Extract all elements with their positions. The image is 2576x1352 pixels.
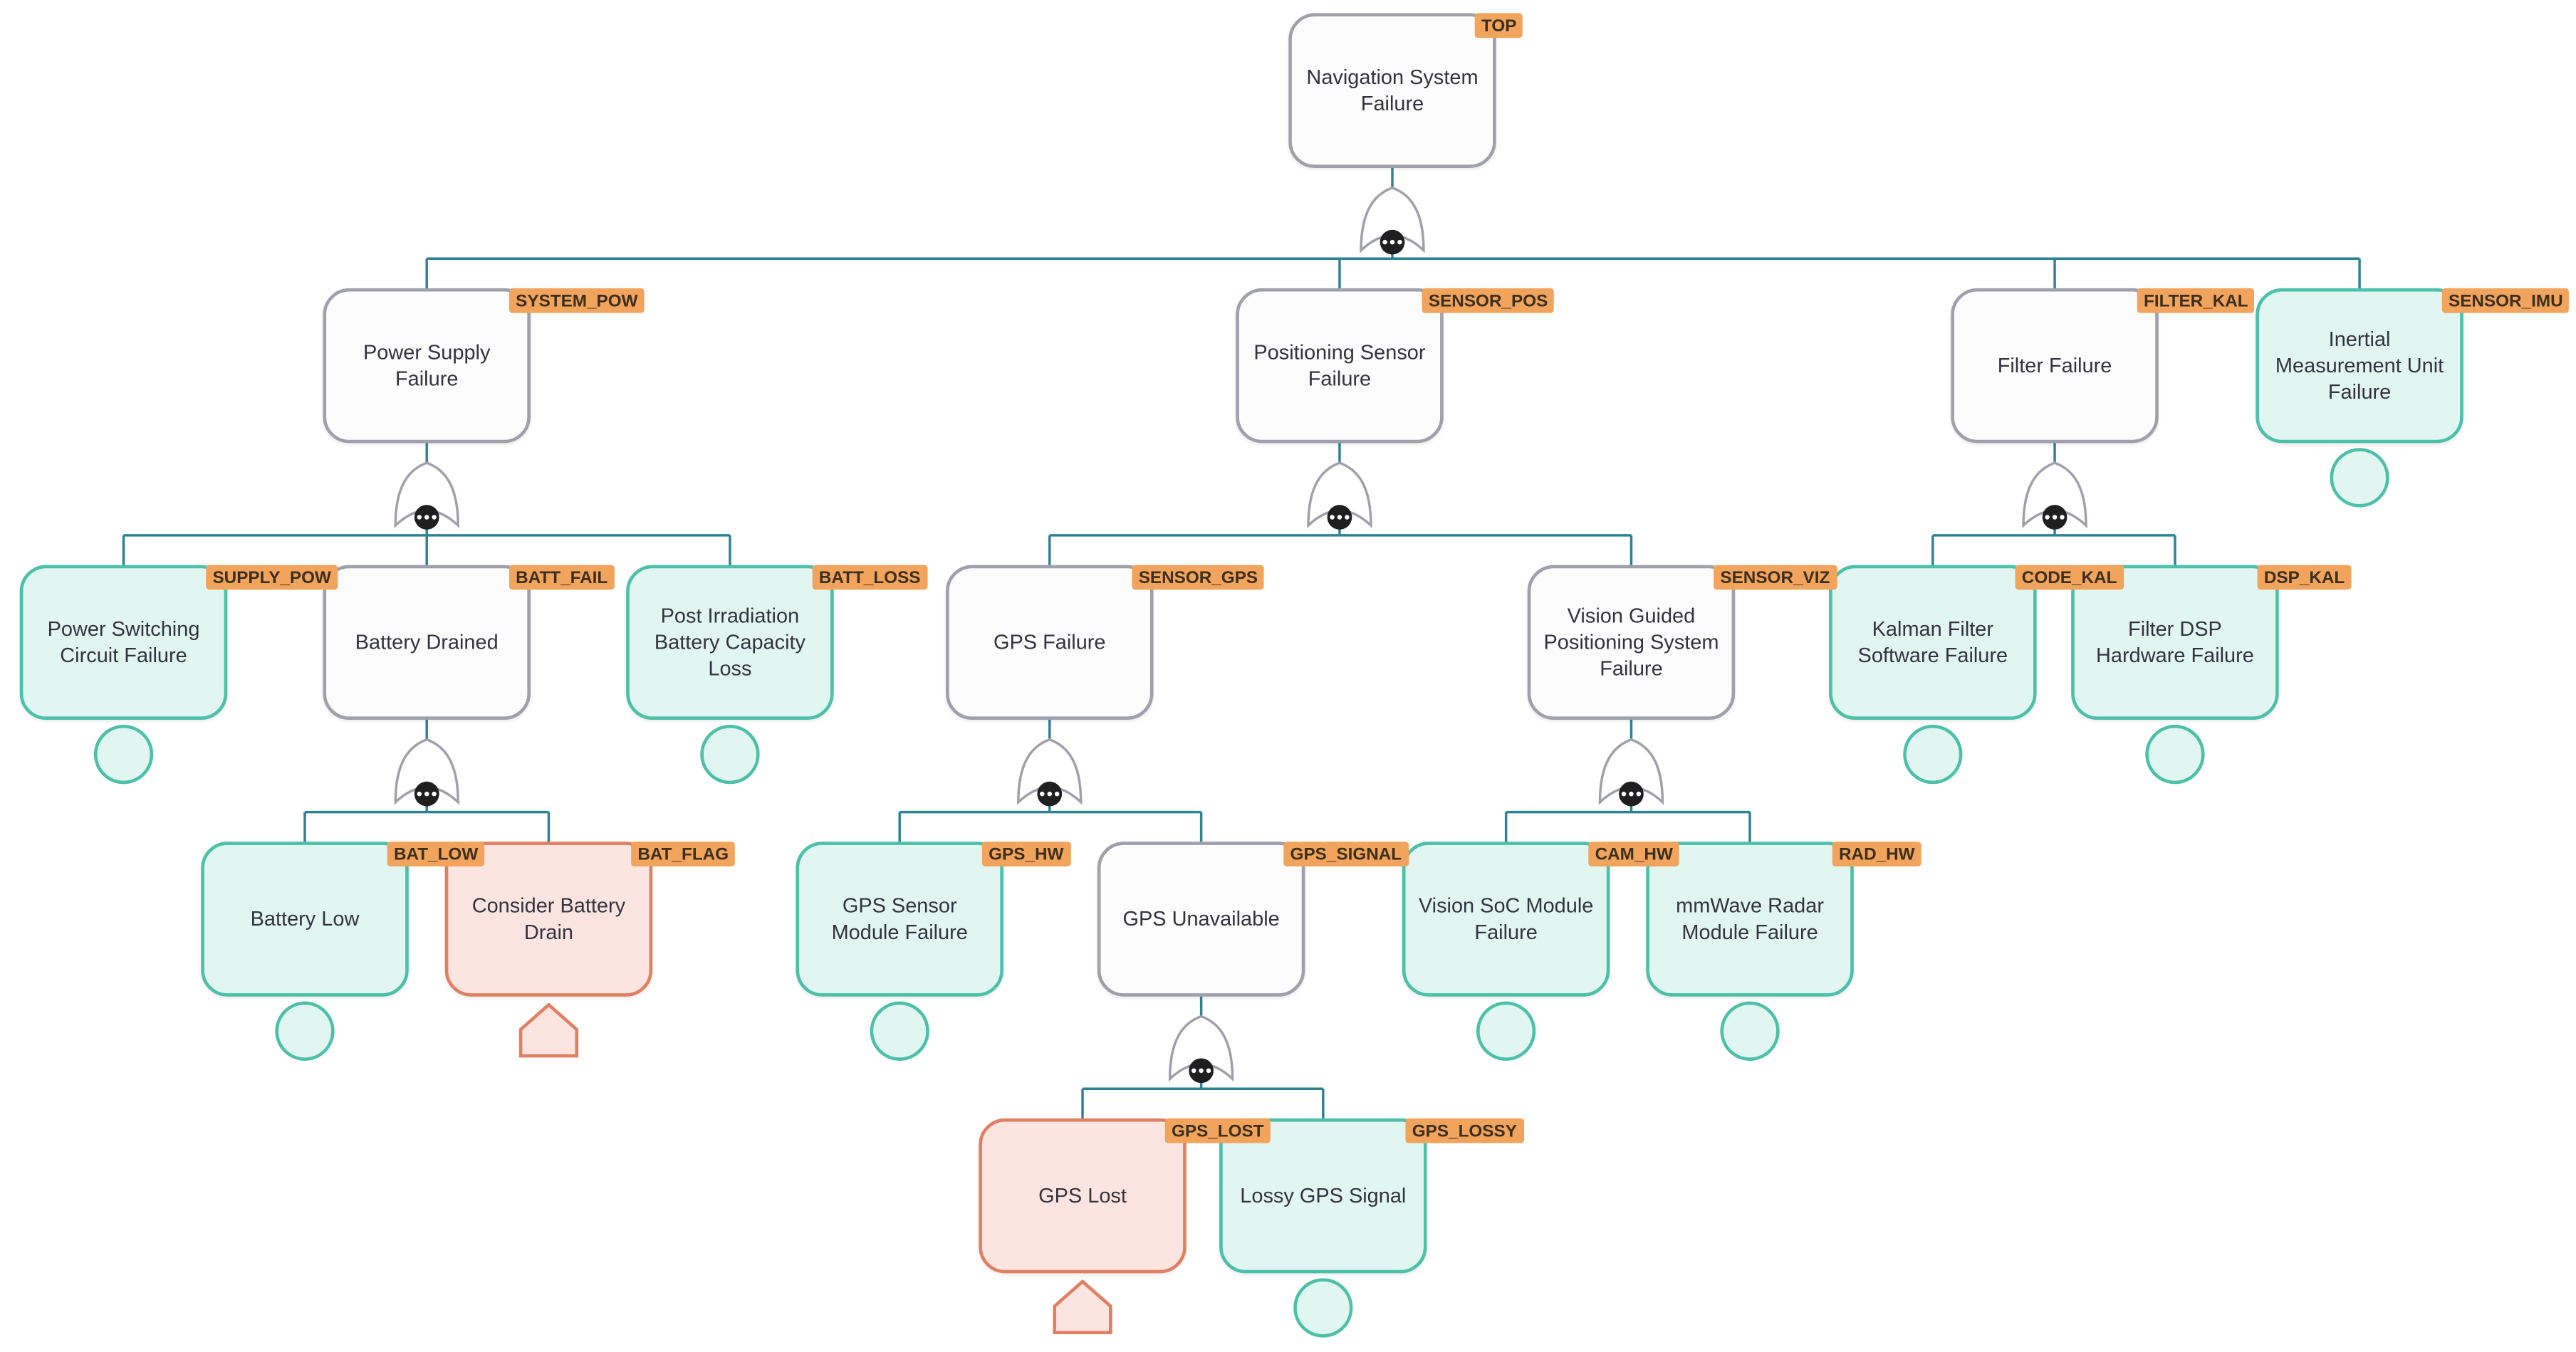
- gate-ellipsis-filter-kal[interactable]: [2042, 505, 2067, 530]
- node-code-kal[interactable]: CODE_KAL Kalman Filter Software Failure: [1829, 565, 2124, 720]
- node-label-batt-loss: Post Irradiation Battery Capacity Loss: [654, 604, 806, 681]
- connector-filter-kal: [1931, 443, 2176, 565]
- basic-event-symbol-batt-loss: [700, 724, 760, 785]
- node-label-system-pow: Power Supply Failure: [363, 340, 491, 391]
- node-label-dsp-kal: Filter DSP Hardware Failure: [2096, 617, 2254, 668]
- node-badge-gps-lossy: GPS_LOSSY: [1405, 1118, 1524, 1143]
- node-sensor-pos[interactable]: SENSOR_POS Positioning Sensor Failure: [1236, 288, 1555, 444]
- house-event-symbol-bat-flag: [518, 1002, 579, 1058]
- node-badge-bat-flag: BAT_FLAG: [631, 842, 736, 866]
- node-supply-pow[interactable]: SUPPLY_POW Power Switching Circuit Failu…: [19, 565, 338, 720]
- connector-batt-fail: [303, 720, 551, 842]
- basic-event-symbol-gps-lossy: [1293, 1278, 1353, 1338]
- basic-event-symbol-sensor-imu: [2330, 448, 2389, 508]
- node-batt-fail[interactable]: BATT_FAIL Battery Drained: [323, 565, 615, 720]
- node-badge-batt-fail: BATT_FAIL: [509, 565, 615, 590]
- node-system-pow[interactable]: SYSTEM_POW Power Supply Failure: [323, 288, 645, 444]
- connector-sensor-gps: [898, 720, 1203, 842]
- node-label-sensor-viz: Vision Guided Positioning System Failure: [1543, 604, 1719, 681]
- basic-event-symbol-bat-low: [275, 1001, 335, 1061]
- basic-event-symbol-rad-hw: [1720, 1001, 1780, 1061]
- node-label-top: Navigation System Failure: [1306, 65, 1479, 115]
- gate-ellipsis-sensor-gps[interactable]: [1037, 781, 1063, 807]
- node-label-code-kal: Kalman Filter Software Failure: [1857, 617, 2008, 668]
- connector-gps-signal: [1081, 996, 1325, 1118]
- basic-event-symbol-code-kal: [1903, 724, 1963, 785]
- node-label-bat-low: Battery Low: [250, 907, 360, 931]
- connector-system-pow: [122, 443, 731, 565]
- node-badge-cam-hw: CAM_HW: [1588, 842, 1680, 866]
- node-badge-system-pow: SYSTEM_POW: [509, 288, 645, 313]
- node-sensor-viz[interactable]: SENSOR_VIZ Vision Guided Positioning Sys…: [1527, 565, 1837, 720]
- node-cam-hw[interactable]: CAM_HW Vision SoC Module Failure: [1402, 842, 1680, 997]
- node-label-rad-hw: mmWave Radar Module Failure: [1676, 894, 1824, 944]
- node-badge-filter-kal: FILTER_KAL: [2137, 288, 2255, 313]
- node-badge-dsp-kal: DSP_KAL: [2257, 565, 2352, 590]
- gate-ellipsis-sensor-pos[interactable]: [1327, 505, 1352, 530]
- connector-sensor-pos: [1048, 443, 1633, 565]
- gate-ellipsis-sensor-viz[interactable]: [1619, 781, 1644, 807]
- node-label-gps-hw: GPS Sensor Module Failure: [831, 894, 968, 944]
- node-badge-gps-hw: GPS_HW: [981, 842, 1070, 866]
- node-label-gps-signal: GPS Unavailable: [1122, 907, 1280, 931]
- node-label-gps-lossy: Lossy GPS Signal: [1240, 1184, 1407, 1207]
- node-label-sensor-imu: Inertial Measurement Unit Failure: [2275, 327, 2444, 404]
- node-bat-flag[interactable]: BAT_FLAG Consider Battery Drain: [444, 842, 736, 997]
- node-label-bat-flag: Consider Battery Drain: [471, 894, 626, 944]
- node-badge-gps-signal: GPS_SIGNAL: [1283, 842, 1409, 866]
- node-badge-rad-hw: RAD_HW: [1832, 842, 1921, 866]
- gate-ellipsis-system-pow[interactable]: [414, 505, 439, 530]
- basic-event-symbol-gps-hw: [870, 1001, 929, 1061]
- node-label-sensor-pos: Positioning Sensor Failure: [1253, 340, 1426, 391]
- basic-event-symbol-dsp-kal: [2145, 724, 2205, 785]
- basic-event-symbol-supply-pow: [93, 724, 154, 785]
- node-batt-loss[interactable]: BATT_LOSS Post Irradiation Battery Capac…: [626, 565, 927, 720]
- node-label-gps-lost: GPS Lost: [1038, 1184, 1127, 1207]
- node-badge-sensor-viz: SENSOR_VIZ: [1714, 565, 1837, 590]
- node-badge-batt-loss: BATT_LOSS: [812, 565, 927, 590]
- node-sensor-gps[interactable]: SENSOR_GPS GPS Failure: [946, 565, 1265, 720]
- node-filter-kal[interactable]: FILTER_KAL Filter Failure: [1951, 288, 2255, 444]
- node-bat-low[interactable]: BAT_LOW Battery Low: [201, 842, 485, 997]
- node-badge-sensor-pos: SENSOR_POS: [1422, 288, 1555, 313]
- connector-top: [425, 167, 2361, 288]
- node-gps-hw[interactable]: GPS_HW GPS Sensor Module Failure: [796, 842, 1070, 997]
- node-top[interactable]: TOP Navigation System Failure: [1288, 13, 1523, 168]
- node-gps-signal[interactable]: GPS_SIGNAL GPS Unavailable: [1097, 842, 1409, 997]
- node-dsp-kal[interactable]: DSP_KAL Filter DSP Hardware Failure: [2071, 565, 2352, 720]
- node-badge-code-kal: CODE_KAL: [2015, 565, 2124, 590]
- node-badge-bat-low: BAT_LOW: [387, 842, 485, 866]
- node-badge-sensor-gps: SENSOR_GPS: [1132, 565, 1265, 590]
- basic-event-symbol-cam-hw: [1476, 1001, 1536, 1061]
- node-badge-top: TOP: [1474, 13, 1523, 38]
- node-badge-sensor-imu: SENSOR_IMU: [2441, 288, 2570, 313]
- node-label-sensor-gps: GPS Failure: [993, 630, 1106, 654]
- node-label-filter-kal: Filter Failure: [1997, 354, 2112, 377]
- node-rad-hw[interactable]: RAD_HW mmWave Radar Module Failure: [1646, 842, 1921, 997]
- gate-ellipsis-gps-signal[interactable]: [1189, 1058, 1214, 1084]
- node-label-supply-pow: Power Switching Circuit Failure: [47, 617, 200, 668]
- gate-ellipsis-top[interactable]: [1380, 229, 1405, 255]
- node-badge-gps-lost: GPS_LOST: [1164, 1118, 1271, 1143]
- gate-ellipsis-batt-fail[interactable]: [414, 781, 439, 807]
- node-gps-lost[interactable]: GPS_LOST GPS Lost: [979, 1118, 1271, 1274]
- house-event-symbol-gps-lost: [1053, 1279, 1112, 1335]
- connector-sensor-viz: [1504, 720, 1751, 842]
- node-sensor-imu[interactable]: SENSOR_IMU Inertial Measurement Unit Fai…: [2256, 288, 2570, 444]
- node-label-batt-fail: Battery Drained: [355, 630, 499, 654]
- node-label-cam-hw: Vision SoC Module Failure: [1418, 894, 1594, 944]
- node-badge-supply-pow: SUPPLY_POW: [206, 565, 338, 590]
- node-gps-lossy[interactable]: GPS_LOSSY Lossy GPS Signal: [1219, 1118, 1524, 1274]
